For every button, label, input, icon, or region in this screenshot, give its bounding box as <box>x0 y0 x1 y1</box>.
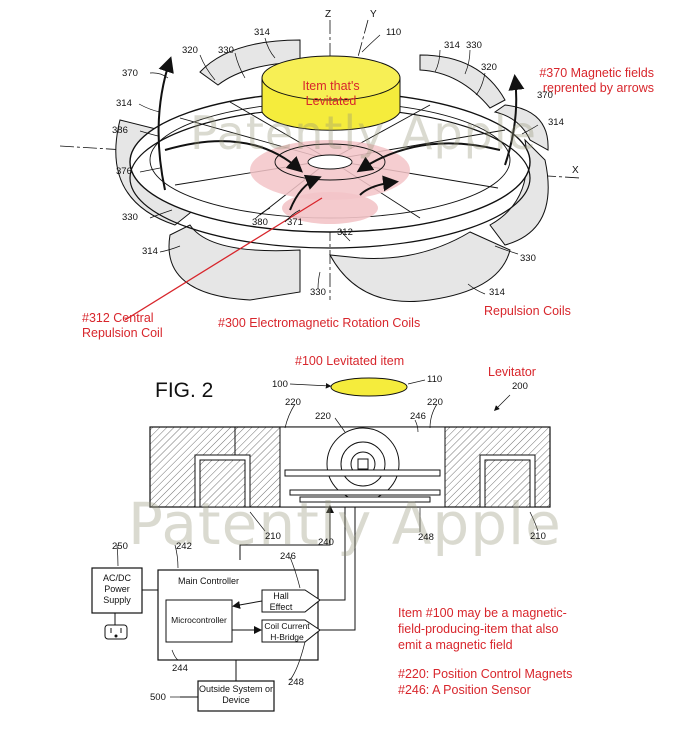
note-line-2: field-producing-item that also <box>398 622 559 636</box>
axis-y-label: Y <box>370 9 377 20</box>
ref-330: 330 <box>122 212 138 223</box>
note-position-magnets: #220: Position Control Magnets <box>398 667 573 681</box>
ref-210: 210 <box>265 531 281 542</box>
ref-320: 320 <box>182 45 198 56</box>
ref-314: 314 <box>548 117 564 128</box>
repulsion-coil-lobes <box>115 39 549 303</box>
ref-314: 314 <box>489 287 505 298</box>
ref-330: 330 <box>218 45 234 56</box>
note-line-3: emit a magnetic field <box>398 638 513 652</box>
ref-370: 370 <box>122 68 138 79</box>
ref-371: 371 <box>287 217 303 228</box>
watermark-bottom: Patently Apple <box>128 490 562 558</box>
axis-x-label: X <box>572 165 579 176</box>
figure-label: FIG. 2 <box>155 379 214 402</box>
ref-312: 312 <box>337 227 353 238</box>
note-position-sensor: #246: A Position Sensor <box>398 683 531 697</box>
ref-314: 314 <box>142 246 158 257</box>
block-coil-current: Coil Current H-Bridge <box>264 621 310 642</box>
ref-314: 314 <box>254 27 270 38</box>
label-levitated-item-100: #100 Levitated item <box>295 354 405 368</box>
ref-314: 314 <box>116 98 132 109</box>
ref-200: 200 <box>512 381 528 392</box>
note-line-1: Item #100 may be a magnetic- <box>398 606 567 620</box>
ref-244: 244 <box>172 663 188 674</box>
ref-110: 110 <box>386 27 402 38</box>
ref-386: 386 <box>112 125 128 136</box>
label-item-levitated: Item that's Levitated <box>302 79 360 108</box>
label-magnetic-fields: #370 Magnetic fields reprented by arrows <box>539 66 654 95</box>
block-power-supply: AC/DC Power Supply <box>102 573 131 605</box>
ref-210: 210 <box>530 531 546 542</box>
levitated-item-cylinder <box>261 55 401 131</box>
label-levitator: Levitator <box>488 365 536 379</box>
ref-246: 246 <box>410 411 426 422</box>
ref-250: 250 <box>112 541 128 552</box>
block-main-controller: Main Controller <box>178 576 240 586</box>
axis-z-label: Z <box>325 9 332 20</box>
label-central-coil: #312 Central Repulsion Coil <box>82 311 163 340</box>
ref-370: 370 <box>537 90 553 101</box>
block-outside-system: Outside System or Device <box>198 684 274 705</box>
ref-330: 330 <box>520 253 536 264</box>
ref-220: 220 <box>285 397 301 408</box>
ref-220: 220 <box>315 411 331 422</box>
ref-248: 248 <box>418 532 434 543</box>
ref-246: 246 <box>280 551 296 562</box>
ref-380: 380 <box>252 217 268 228</box>
top-levitator-perspective <box>59 19 581 321</box>
ref-248: 248 <box>288 677 304 688</box>
block-hall-effect: Hall Effect <box>269 591 293 612</box>
block-microcontroller: Microcontroller <box>171 615 227 625</box>
field-arrows <box>157 56 525 211</box>
watermark-top: Patently Apple <box>190 106 537 160</box>
ref-110: 110 <box>427 374 443 385</box>
ref-100: 100 <box>272 379 288 390</box>
ref-220: 220 <box>427 397 443 408</box>
label-repulsion-coils: Repulsion Coils <box>484 304 571 318</box>
ref-240: 240 <box>318 537 334 548</box>
ref-320: 320 <box>481 62 497 73</box>
label-rotation-coils: #300 Electromagnetic Rotation Coils <box>218 316 421 330</box>
ref-314: 314 <box>444 40 460 51</box>
ref-330: 330 <box>310 287 326 298</box>
fig2-cross-section <box>91 377 551 712</box>
ref-500: 500 <box>150 692 166 703</box>
ref-242: 242 <box>176 541 192 552</box>
ref-376: 376 <box>116 166 132 177</box>
ref-330: 330 <box>466 40 482 51</box>
